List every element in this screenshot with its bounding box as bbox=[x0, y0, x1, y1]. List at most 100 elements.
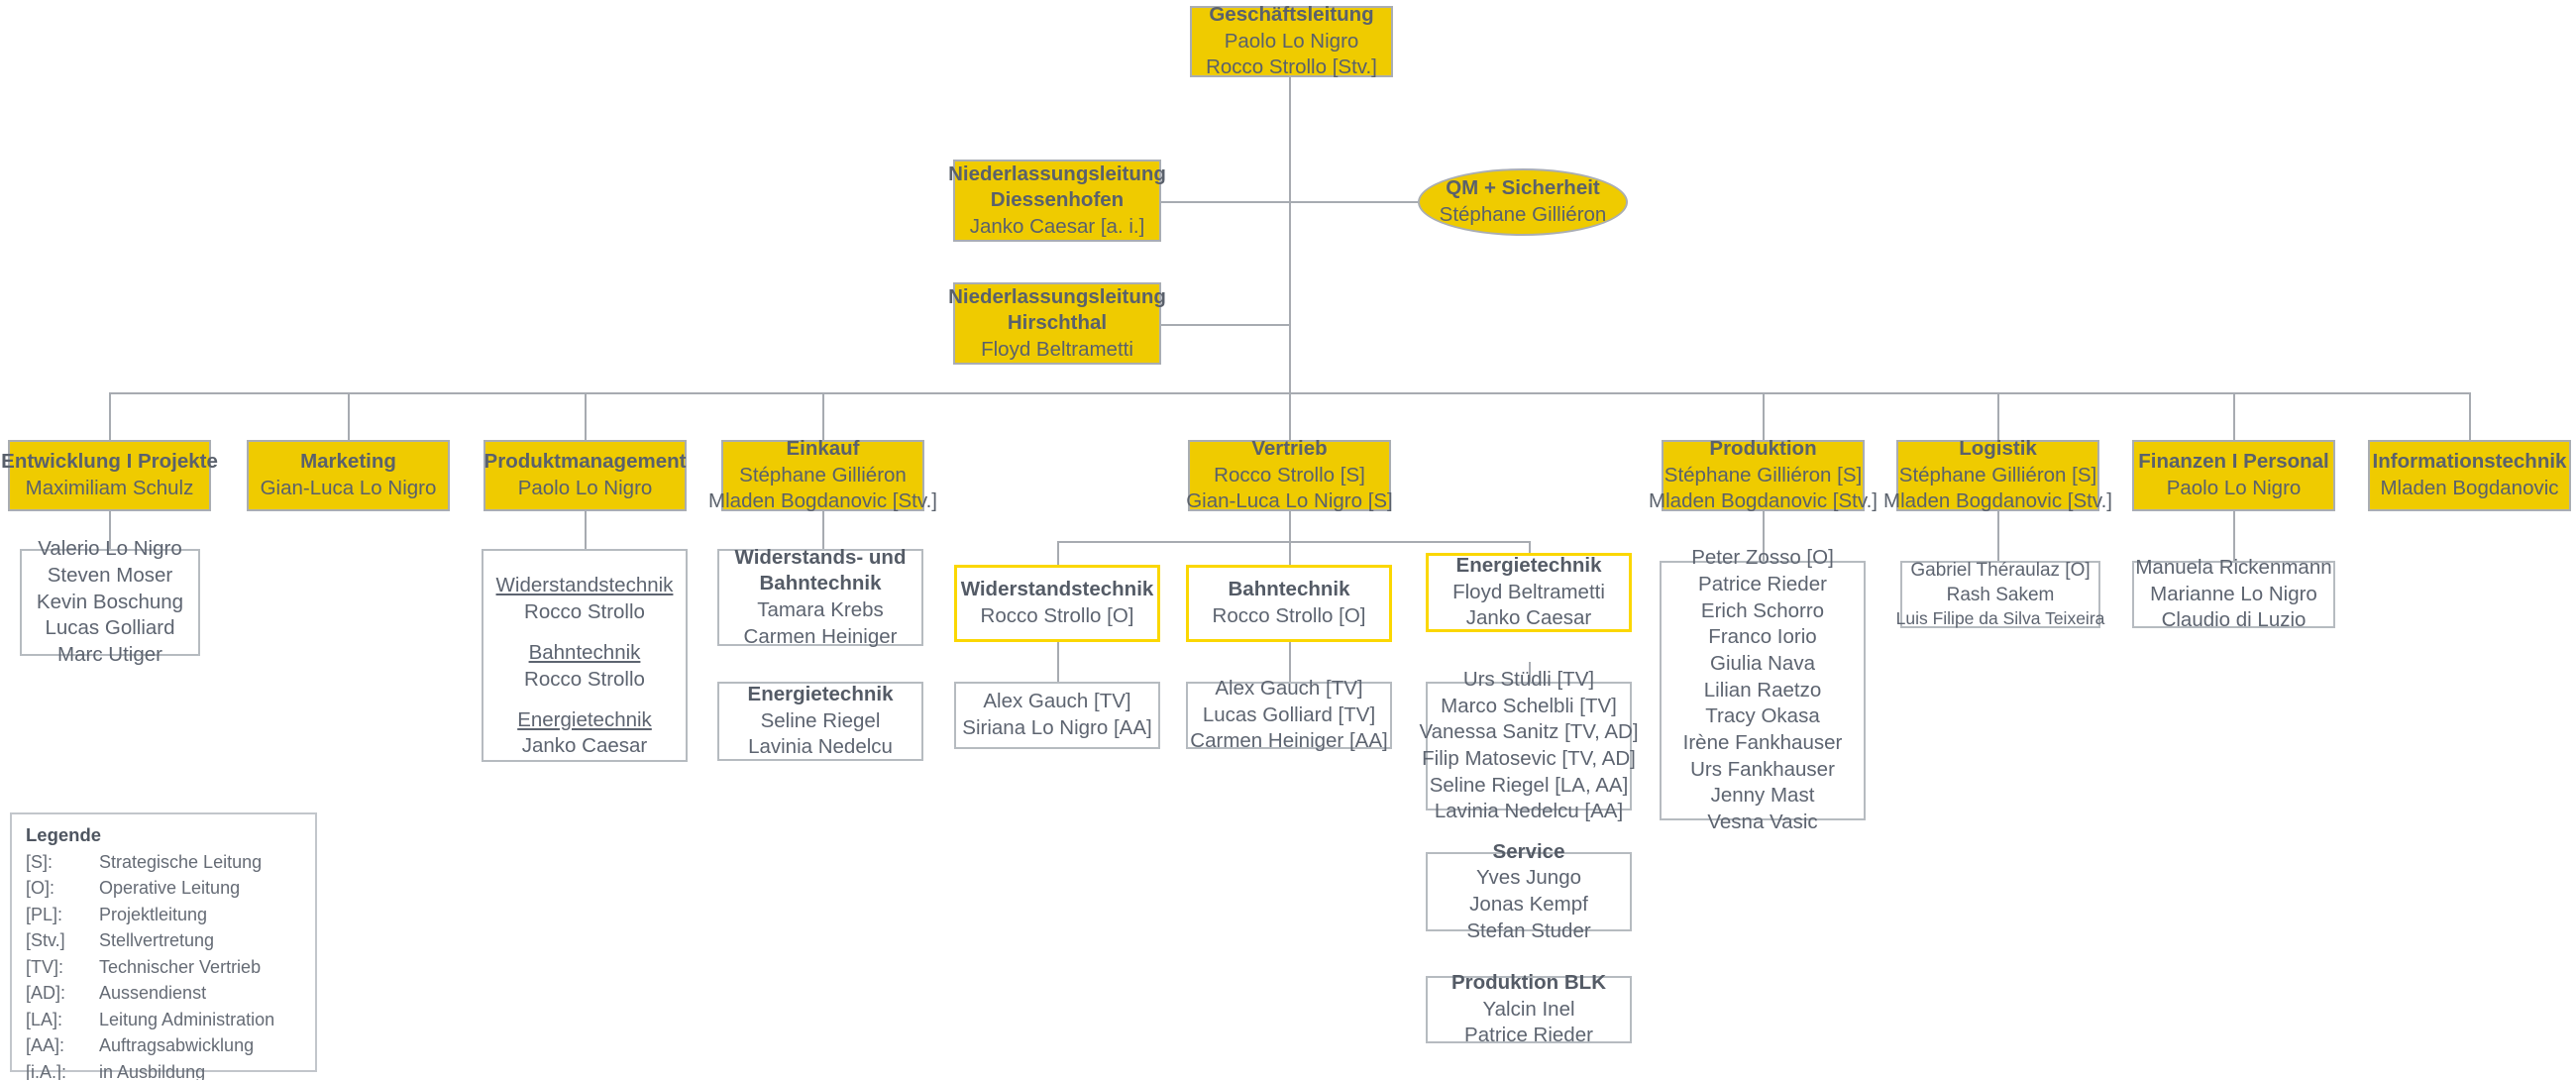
sub-person: Lavinia Nedelcu bbox=[748, 735, 893, 759]
node-vertrieb-energietechnik[interactable]: Energietechnik Floyd Beltrametti Janko C… bbox=[1426, 553, 1632, 632]
node-vertrieb-bahntechnik[interactable]: Bahntechnik Rocco Strollo [O] bbox=[1186, 565, 1392, 642]
node-produktion[interactable]: Produktion Stéphane Gilliéron [S] Mladen… bbox=[1649, 437, 1878, 512]
node-einkauf-sub-widerstands-bahntechnik[interactable]: Widerstands- und Bahntechnik Tamara Kreb… bbox=[717, 546, 923, 648]
connector-dept-drop-8 bbox=[2233, 392, 2235, 440]
node-informationstechnik[interactable]: Informationstechnik Mladen Bogdanovic bbox=[2368, 440, 2571, 511]
staff-name: Carmen Heiniger [AA] bbox=[1190, 729, 1388, 753]
staff-name: Urs Stüdli [TV] bbox=[1462, 668, 1595, 692]
connector-dept-drop-6 bbox=[1763, 392, 1765, 440]
node-produktmanagement-groups[interactable]: Widerstandstechnik Rocco Strollo Bahntec… bbox=[482, 549, 688, 762]
legend-value: Stellvertretung bbox=[99, 930, 215, 951]
sub-title-line1: Widerstands- und bbox=[734, 545, 907, 569]
staff-name: Urs Fankhauser bbox=[1690, 757, 1835, 781]
node-person: Stéphane Gilliéron [S] bbox=[1898, 463, 2097, 486]
node-person: Gian-Luca Lo Nigro bbox=[260, 477, 437, 499]
node-einkauf[interactable]: Einkauf Stéphane Gilliéron Mladen Bogdan… bbox=[708, 437, 937, 512]
node-produktmanagement[interactable]: Produktmanagement Paolo Lo Nigro bbox=[483, 440, 687, 511]
staff-name: Erich Schorro bbox=[1700, 598, 1825, 622]
staff-name: Gabriel Théraulaz [O] bbox=[1910, 559, 2091, 581]
legend-row: [LA]: Leitung Administration bbox=[26, 1007, 303, 1032]
connector-dept-drop-3 bbox=[585, 392, 587, 440]
node-person: Rocco Strollo [Stv.] bbox=[1206, 55, 1377, 79]
unit-title: Widerstandstechnik bbox=[960, 578, 1154, 601]
staff-name: Lucas Golliard bbox=[45, 616, 175, 640]
node-finanzen-personal[interactable]: Finanzen I Personal Paolo Lo Nigro bbox=[2132, 440, 2335, 511]
legend-value: Technischer Vertrieb bbox=[99, 956, 262, 977]
node-niederlassung-diessenhofen[interactable]: Niederlassungsleitung Diessenhofen Janko… bbox=[948, 160, 1166, 242]
legend-row: [TV]: Technischer Vertrieb bbox=[26, 954, 303, 980]
legend-key: [AA]: bbox=[26, 1035, 65, 1056]
node-produktion-staff[interactable]: Peter Zosso [O] Patrice Rieder Erich Sch… bbox=[1660, 546, 1866, 833]
legend-key: [i.A.]: bbox=[26, 1061, 67, 1080]
node-vertrieb-widerstandstechnik[interactable]: Widerstandstechnik Rocco Strollo [O] bbox=[954, 565, 1160, 642]
unit-person: Rocco Strollo [O] bbox=[1212, 604, 1366, 627]
staff-name: Lavinia Nedelcu [AA] bbox=[1434, 800, 1624, 823]
node-person: Rocco Strollo [S] bbox=[1214, 463, 1365, 486]
staff-name: Tracy Okasa bbox=[1705, 704, 1820, 728]
staff-name: Rash Sakem bbox=[1946, 584, 2055, 605]
sub-person: Seline Riegel bbox=[760, 708, 881, 732]
staff-name: Giulia Nava bbox=[1710, 652, 1815, 676]
node-qm-sicherheit[interactable]: QM + Sicherheit Stéphane Gilliéron bbox=[1418, 168, 1628, 236]
node-niederlassung-hirschthal[interactable]: Niederlassungsleitung Hirschthal Floyd B… bbox=[948, 282, 1166, 365]
node-title: Geschäftsleitung bbox=[1209, 3, 1374, 27]
staff-name: Yves Jungo bbox=[1476, 866, 1581, 890]
staff-name: Marianne Lo Nigro bbox=[2150, 582, 2317, 605]
legend-row: [O]: Operative Leitung bbox=[26, 875, 303, 901]
node-logistik[interactable]: Logistik Stéphane Gilliéron [S] Mladen B… bbox=[1883, 437, 2112, 512]
node-vertrieb-widerstandstechnik-staff[interactable]: Alex Gauch [TV] Siriana Lo Nigro [AA] bbox=[954, 682, 1160, 749]
legend-key: [Stv.] bbox=[26, 930, 65, 951]
node-marketing[interactable]: Marketing Gian-Luca Lo Nigro bbox=[247, 440, 450, 511]
node-entwicklung-projekte[interactable]: Entwicklung I Projekte Maximiliam Schulz bbox=[1, 440, 218, 511]
sub-person: Tamara Krebs bbox=[757, 598, 884, 621]
node-vertrieb-energietechnik-staff[interactable]: Urs Stüdli [TV] Marco Schelbli [TV] Vane… bbox=[1419, 668, 1638, 822]
staff-name: Claudio di Luzio bbox=[2161, 608, 2307, 632]
connector-unit-1-staff bbox=[1057, 642, 1059, 682]
staff-name: Patrice Rieder bbox=[1698, 573, 1827, 596]
legend-value: Projektleitung bbox=[99, 904, 208, 924]
legend-key: [AD]: bbox=[26, 983, 66, 1004]
node-person: Janko Caesar [a. i.] bbox=[969, 214, 1145, 238]
group-person: Rocco Strollo bbox=[524, 667, 645, 691]
node-title: Entwicklung I Projekte bbox=[1, 450, 218, 474]
node-produktion-blk[interactable]: Produktion BLK Yalcin Inel Patrice Riede… bbox=[1426, 971, 1632, 1046]
node-title: Informationstechnik bbox=[2372, 450, 2567, 474]
node-person: Paolo Lo Nigro bbox=[2166, 477, 2302, 499]
staff-name: Marc Utiger bbox=[57, 642, 162, 666]
node-title: Produktion bbox=[1709, 437, 1817, 461]
connector-dept-drop-1 bbox=[109, 392, 111, 440]
unit-title: Energietechnik bbox=[1455, 554, 1602, 578]
node-einkauf-sub-energietechnik[interactable]: Energietechnik Seline Riegel Lavinia Ned… bbox=[717, 682, 923, 761]
connector-branch-2 bbox=[1160, 324, 1291, 326]
node-vertrieb[interactable]: Vertrieb Rocco Strollo [S] Gian-Luca Lo … bbox=[1186, 437, 1393, 512]
node-title: Produktion BLK bbox=[1450, 971, 1606, 995]
group-person: Janko Caesar bbox=[521, 734, 648, 758]
legend-value: Strategische Leitung bbox=[99, 852, 263, 872]
legend-key: [LA]: bbox=[26, 1009, 63, 1029]
legend-row: [PL]: Projektleitung bbox=[26, 902, 303, 927]
legend-value: Leitung Administration bbox=[99, 1009, 275, 1029]
node-person: Mladen Bogdanovic [Stv.] bbox=[708, 489, 937, 513]
legend-row: [AA]: Auftragsabwicklung bbox=[26, 1032, 303, 1058]
connector-vertrieb-bar bbox=[1057, 541, 1531, 543]
group-heading: Bahntechnik bbox=[528, 640, 641, 664]
legend-row: [AD]: Aussendienst bbox=[26, 980, 303, 1006]
node-vertrieb-bahntechnik-staff[interactable]: Alex Gauch [TV] Lucas Golliard [TV] Carm… bbox=[1186, 677, 1392, 752]
staff-name: Filip Matosevic [TV, AD] bbox=[1422, 747, 1636, 770]
node-person: Stéphane Gilliéron bbox=[739, 463, 907, 486]
node-title: Logistik bbox=[1959, 437, 2037, 461]
node-geschaeftsleitung[interactable]: Geschäftsleitung Paolo Lo Nigro Rocco St… bbox=[1190, 3, 1393, 78]
node-logistik-staff[interactable]: Gabriel Théraulaz [O] Rash Sakem Luis Fi… bbox=[1896, 559, 2105, 628]
legend-key: [PL]: bbox=[26, 904, 63, 924]
unit-title: Bahntechnik bbox=[1228, 578, 1350, 601]
connector-unit-2-staff bbox=[1289, 642, 1291, 682]
connector-trunk bbox=[1289, 77, 1291, 394]
staff-name: Alex Gauch [TV] bbox=[983, 690, 1131, 713]
node-entwicklung-staff[interactable]: Valerio Lo Nigro Steven Moser Kevin Bosc… bbox=[20, 537, 200, 666]
connector-entwicklung-staff bbox=[109, 511, 111, 549]
node-service[interactable]: Service Yves Jungo Jonas Kempf Stefan St… bbox=[1426, 840, 1632, 942]
node-finanzen-staff[interactable]: Manuela Rickenmann Marianne Lo Nigro Cla… bbox=[2132, 556, 2335, 631]
staff-name: Vesna Vasic bbox=[1707, 810, 1818, 833]
node-person: Floyd Beltrametti bbox=[981, 337, 1133, 361]
